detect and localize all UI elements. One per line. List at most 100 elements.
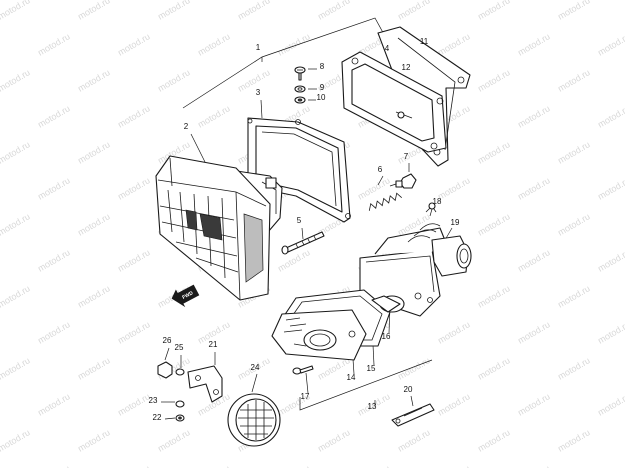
watermark-text: motod.ru <box>476 211 512 237</box>
callout-13: 13 <box>368 402 377 411</box>
lens-screw <box>292 365 314 375</box>
watermark-text: motod.ru <box>76 139 112 165</box>
watermark-text: motod.ru <box>316 427 352 453</box>
fwd-arrow-icon: FWD <box>171 284 200 308</box>
watermark-text: motod.ru <box>156 0 192 22</box>
watermark-text: motod.ru <box>116 31 152 57</box>
callout-1: 1 <box>256 43 261 52</box>
watermark-text: motod.ru <box>556 139 592 165</box>
watermark-text: motod.ru <box>596 463 625 468</box>
watermark-text: motod.ru <box>436 31 472 57</box>
callout-21: 21 <box>209 340 218 349</box>
callout-24: 24 <box>251 363 260 372</box>
callout-6: 6 <box>378 165 383 174</box>
watermark-text: motod.ru <box>516 103 552 129</box>
callout-layer: 1234567891011121314151617181920212223242… <box>149 37 460 422</box>
watermark-text: motod.ru <box>476 67 512 93</box>
callout-20: 20 <box>404 385 413 394</box>
headlight-unit <box>155 155 283 301</box>
watermark-text: motod.ru <box>76 211 112 237</box>
watermark-text: motod.ru <box>356 463 392 468</box>
watermark-text: motod.ru <box>0 139 32 165</box>
adjuster-nut <box>389 173 417 189</box>
watermark-text: motod.ru <box>116 319 152 345</box>
callout-22: 22 <box>153 413 162 422</box>
turn-signal-lens <box>271 309 367 361</box>
watermark-text: motod.ru <box>36 247 72 273</box>
adjuster-spring <box>368 192 402 211</box>
callout-3: 3 <box>256 88 261 97</box>
callout-9: 9 <box>320 83 325 92</box>
watermark-text: motod.ru <box>116 175 152 201</box>
watermark-text: motod.ru <box>276 247 312 273</box>
reflector <box>227 393 281 447</box>
watermark-text: motod.ru <box>76 355 112 381</box>
mounting-frame <box>341 51 447 153</box>
watermark-text: motod.ru <box>36 175 72 201</box>
adjuster-screw <box>281 231 325 255</box>
watermark-text: motod.ru <box>396 427 432 453</box>
watermark-text: motod.ru <box>396 355 432 381</box>
watermark-text: motod.ru <box>316 0 352 22</box>
watermark-text: motod.ru <box>76 427 112 453</box>
watermark-text: motod.ru <box>436 391 472 417</box>
watermark-text: motod.ru <box>0 67 32 93</box>
watermark-text: motod.ru <box>436 463 472 468</box>
watermark-text: motod.ru <box>36 463 72 468</box>
watermark-text: motod.ru <box>396 0 432 22</box>
callout-2: 2 <box>184 122 189 131</box>
wire-clamp <box>391 403 435 427</box>
watermark-text: motod.ru <box>556 355 592 381</box>
watermark-text: motod.ru <box>556 283 592 309</box>
watermark-text: motod.ru <box>236 67 272 93</box>
watermark-text: motod.ru <box>76 0 112 22</box>
watermark-text: motod.ru <box>596 391 625 417</box>
watermark-text: motod.ru <box>76 67 112 93</box>
callout-25: 25 <box>175 343 184 352</box>
callout-15: 15 <box>367 364 376 373</box>
watermark-text: motod.ru <box>36 103 72 129</box>
watermark-text: motod.ru <box>596 247 625 273</box>
watermark-text: motod.ru <box>476 355 512 381</box>
watermark-text: motod.ru <box>596 103 625 129</box>
watermark-text: motod.ru <box>196 463 232 468</box>
watermark-text: motod.ru <box>0 427 32 453</box>
watermark-text: motod.ru <box>116 103 152 129</box>
watermark-text: motod.ru <box>556 0 592 22</box>
watermark-text: motod.ru <box>556 211 592 237</box>
callout-8: 8 <box>320 62 325 71</box>
watermark-text: motod.ru <box>516 319 552 345</box>
watermark-text: motod.ru <box>36 391 72 417</box>
watermark-text: motod.ru <box>196 103 232 129</box>
watermark-text: motod.ru <box>516 247 552 273</box>
watermark-text: motod.ru <box>156 427 192 453</box>
reflector-bracket <box>187 365 223 403</box>
watermark-text: motod.ru <box>36 319 72 345</box>
watermark-text: motod.ru <box>0 355 32 381</box>
watermark-text: motod.ru <box>476 139 512 165</box>
callout-5: 5 <box>297 216 302 225</box>
watermark-text: motod.ru <box>516 391 552 417</box>
callout-17: 17 <box>301 392 310 401</box>
watermark-text: motod.ru <box>36 31 72 57</box>
watermark-text: motod.ru <box>116 247 152 273</box>
watermark-text: motod.ru <box>276 463 312 468</box>
screw-set <box>294 66 306 104</box>
fwd-label: FWD <box>181 290 194 301</box>
callout-19: 19 <box>451 218 460 227</box>
callout-23: 23 <box>149 396 158 405</box>
callout-7: 7 <box>404 152 409 161</box>
watermark-text: motod.ru <box>0 0 32 22</box>
socket-19 <box>407 202 472 277</box>
callout-10: 10 <box>317 93 326 102</box>
watermark-text: motod.ru <box>116 463 152 468</box>
watermark-text: motod.ru <box>236 0 272 22</box>
watermark-text: motod.ru <box>476 0 512 22</box>
watermark-text: motod.ru <box>356 175 392 201</box>
bulb-16 <box>371 295 405 313</box>
watermark-text: motod.ru <box>156 67 192 93</box>
watermark-text: motod.ru <box>0 211 32 237</box>
callout-14: 14 <box>347 373 356 382</box>
callout-26: 26 <box>163 336 172 345</box>
watermark-text: motod.ru <box>436 319 472 345</box>
